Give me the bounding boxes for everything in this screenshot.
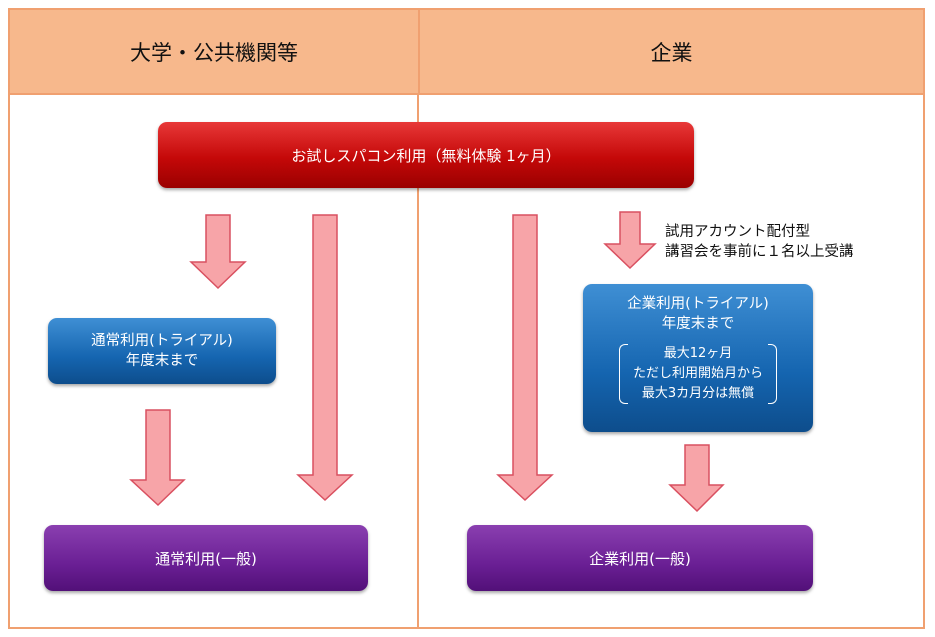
arrow-trial-to-univ-general — [296, 214, 354, 502]
header-companies-label: 企業 — [650, 40, 693, 65]
arrow-trial-to-corp-general — [496, 214, 554, 502]
corp-trial-note2: ただし利用開始月から — [632, 366, 763, 381]
corp-trial-box: 企業利用(トライアル) 年度末まで 最大12ヶ月 ただし利用開始月から 最大3カ… — [583, 284, 813, 432]
condition-line2: 講習会を事前に１名以上受講 — [665, 244, 854, 260]
corp-general-label: 企業利用(一般) — [589, 549, 691, 568]
trial-supercomputer-label: お試しスパコン利用（無料体験 1ヶ月） — [291, 146, 561, 165]
arrow-corp-trial-to-general — [668, 444, 725, 513]
note-bracket-right — [768, 344, 777, 404]
header-universities: 大学・公共機関等 — [8, 8, 420, 95]
arrow-univ-trial-to-general — [129, 409, 186, 507]
univ-general-box: 通常利用(一般) — [44, 525, 368, 591]
corp-trial-note1: 最大12ヶ月 — [663, 346, 733, 361]
corp-trial-note: 最大12ヶ月 ただし利用開始月から 最大3カ月分は無償 — [618, 344, 777, 404]
header-companies: 企業 — [418, 8, 925, 95]
header-universities-label: 大学・公共機関等 — [130, 40, 298, 65]
corp-general-box: 企業利用(一般) — [467, 525, 813, 591]
note-bracket-left — [618, 344, 628, 404]
arrow-trial-to-univ-trial — [189, 214, 247, 290]
univ-general-label: 通常利用(一般) — [155, 549, 257, 568]
corp-trial-condition: 試用アカウント配付型 講習会を事前に１名以上受講 — [665, 222, 854, 262]
arrow-trial-to-corp-trial — [603, 211, 657, 270]
univ-trial-box: 通常利用(トライアル) 年度末まで — [48, 318, 276, 384]
column-divider — [417, 95, 419, 629]
condition-line1: 試用アカウント配付型 — [665, 224, 810, 240]
corp-trial-line2: 年度末まで — [661, 316, 735, 332]
corp-trial-note3: 最大3カ月分は無償 — [641, 386, 755, 401]
trial-supercomputer-box: お試しスパコン利用（無料体験 1ヶ月） — [158, 122, 694, 188]
univ-trial-line2: 年度末まで — [125, 353, 199, 369]
corp-trial-line1: 企業利用(トライアル) — [627, 296, 769, 312]
univ-trial-line1: 通常利用(トライアル) — [91, 333, 233, 349]
